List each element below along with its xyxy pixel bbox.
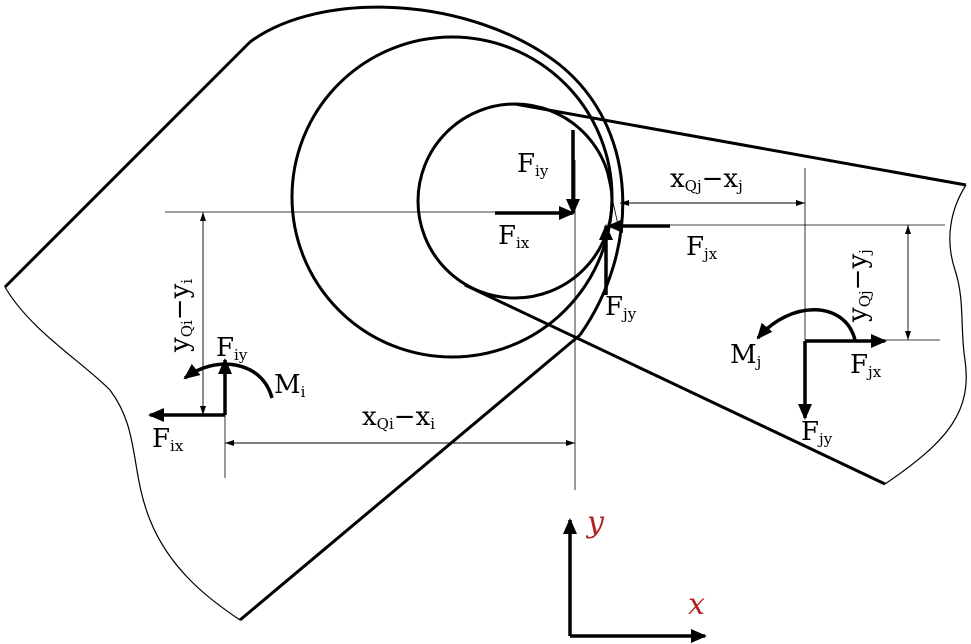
moment-mj-arrow xyxy=(756,308,857,341)
label-moment-mj: Mj xyxy=(730,340,761,371)
label-fiy-joint: Fiy xyxy=(517,149,549,180)
label-fjy-body: Fjy xyxy=(801,417,833,448)
body-j-forces xyxy=(756,308,887,420)
labels: Fiy Fix Fjx Fjy xQj−xj yQj−yj yQi−yi xQi… xyxy=(152,149,882,455)
label-fjx-joint: Fjx xyxy=(686,232,718,263)
inner-circle xyxy=(416,102,614,300)
label-dim-yqi-yi: yQi−yi xyxy=(165,279,196,353)
label-dim-yqj-yj: yQj−yj xyxy=(843,249,874,323)
label-fjy-joint: Fjy xyxy=(605,292,637,323)
y-axis-label: y xyxy=(585,505,605,540)
label-fix-body: Fix xyxy=(152,424,184,455)
joint-forces xyxy=(495,130,670,295)
label-moment-mi: Mi xyxy=(274,370,306,401)
x-axis-label: x xyxy=(688,587,705,622)
label-fiy-body: Fiy xyxy=(216,333,248,364)
global-axes: y x xyxy=(563,505,707,643)
label-dim-xqi-xi: xQi−xi xyxy=(362,402,435,433)
moment-mi-arrow xyxy=(183,362,274,399)
body-i-forces xyxy=(148,358,274,422)
link-i-body xyxy=(3,5,625,622)
middle-circle xyxy=(290,35,614,359)
link-j-body xyxy=(464,102,967,486)
label-fix-joint: Fix xyxy=(498,221,530,252)
label-fjx-body: Fjx xyxy=(850,350,882,381)
dimension-lines xyxy=(200,200,911,446)
label-dim-xqj-xj: xQj−xj xyxy=(670,164,743,195)
